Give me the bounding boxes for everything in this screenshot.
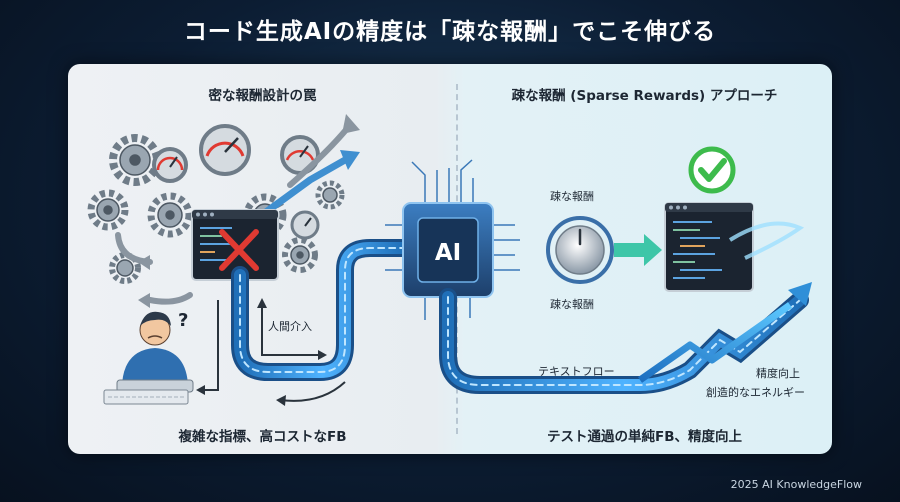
cross-icon [219,229,259,271]
human-intervention-label: 人間介入 [268,320,312,333]
right-caption: テスト通過の単純FB、精度向上 [546,429,742,445]
right-heading: 疎な報酬 (Sparse Rewards) アプローチ [511,88,778,104]
left-heading: 密な報酬設計の罠 [208,88,317,104]
question-mark: ? [178,310,188,331]
gear-icon [147,192,193,238]
gear-icon [315,180,345,210]
gauge-icon [199,124,251,176]
ai-chip-label: AI [435,240,461,266]
gauge-cluster [152,124,320,240]
footer-credit: 2025 AI KnowledgeFlow [730,478,862,491]
arrow-head-icon [138,255,150,270]
gear-icon [109,134,161,186]
text-flow-label: テキストフロー [538,365,615,378]
data-flow-right [439,288,809,394]
code-window-success [664,202,754,292]
arrow-head-icon [340,150,360,170]
accuracy-arrow [637,302,793,383]
gauge-icon [152,147,188,183]
green-arrow [614,234,662,266]
rising-arrow [251,156,349,224]
gear-icon [109,252,141,284]
left-caption: 複雑な指標、高コストなFB [178,429,347,445]
intervention-loop [200,300,346,402]
glow-swirl [728,221,805,260]
gear-icon [282,237,318,273]
accuracy-up-label: 精度向上 [756,367,800,380]
check-icon [688,146,736,194]
creative-energy-label: 創造的なエネルギー [706,386,805,399]
arrow-head-icon [196,385,205,395]
reward-dial [546,216,614,284]
confused-person [116,311,194,393]
gear-icon [87,189,129,231]
dial-label-bottom: 疎な報酬 [550,298,594,311]
page-title: コード生成AIの精度は「疎な報酬」でこそ伸びる [183,19,717,45]
arrow-head-icon [138,293,150,308]
arrow-head-icon [318,350,327,360]
arrow-head-icon [276,395,286,406]
gauge-icon [290,210,320,240]
arrow-head-icon [257,298,267,308]
dial-label-top: 疎な報酬 [550,190,594,203]
code-window-failed [191,209,279,281]
arrow-head-icon [788,282,812,306]
keyboard-icon [103,389,189,405]
data-flow-left [231,239,414,381]
arrow-head-icon [342,114,360,134]
